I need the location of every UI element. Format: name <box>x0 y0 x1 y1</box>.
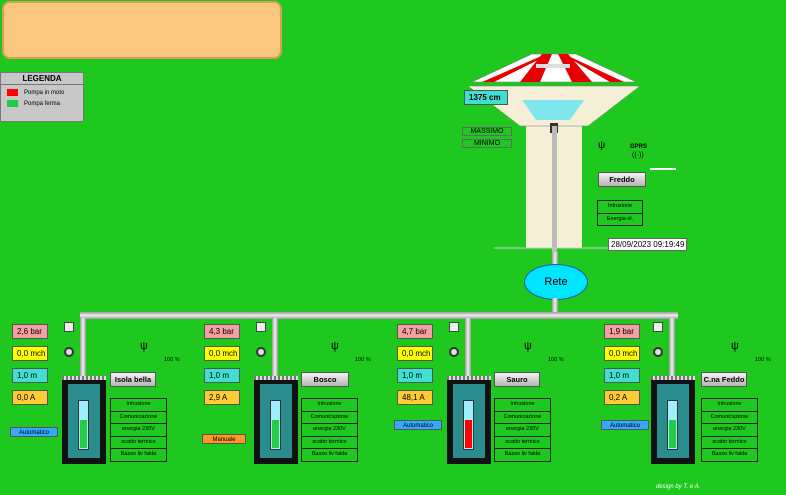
pump-icon <box>272 420 279 448</box>
depth-value: 1,0 m <box>12 368 48 383</box>
pressure-sensor-icon <box>653 322 663 332</box>
tower-level-value: 1375 cm <box>464 90 508 105</box>
flow-value: 0,0 mch <box>397 346 433 361</box>
current-value: 0,2 A <box>604 390 640 405</box>
water-tower-graphic <box>467 53 641 254</box>
antenna-icon: ψ <box>140 340 148 352</box>
flow-meter-icon <box>256 347 266 357</box>
pressure-sensor-icon <box>449 322 459 332</box>
red-swatch-icon <box>7 89 18 96</box>
pressure-value: 2,6 bar <box>12 324 48 339</box>
well-name-button[interactable]: Sauro <box>494 372 540 387</box>
pressure-sensor-icon <box>64 322 74 332</box>
signal-strength: 100 % <box>755 357 771 363</box>
mode-button[interactable]: Manuale <box>202 434 246 444</box>
legend-item-stopped: Pompa ferma <box>7 100 83 107</box>
pump-icon <box>669 420 676 448</box>
mode-button[interactable]: Automatico <box>10 427 58 437</box>
flow-value: 0,0 mch <box>604 346 640 361</box>
antenna-icon: ψ <box>731 340 739 352</box>
current-value: 48,1 A <box>397 390 433 405</box>
legend: LEGENDA Pompa in moto Pompa ferma <box>0 72 84 122</box>
main-pipe <box>80 312 678 319</box>
pressure-sensor-icon <box>256 322 266 332</box>
well-name-button[interactable]: Isola bella <box>110 372 156 387</box>
footer-credit: design by T. e A. <box>656 484 701 490</box>
legend-title: LEGENDA <box>1 73 83 85</box>
rete-node[interactable]: Rete <box>524 264 588 300</box>
tower-alarm-panel: Intrusione Energia el. <box>597 200 643 226</box>
depth-value: 1,0 m <box>604 368 640 383</box>
signal-strength: 100 % <box>164 357 180 363</box>
header-banner <box>2 1 282 59</box>
mode-button[interactable]: Automatico <box>394 420 442 430</box>
tower-name-button[interactable]: Freddo <box>598 172 646 187</box>
depth-value: 1,0 m <box>397 368 433 383</box>
current-value: 0,0 A <box>12 390 48 405</box>
gprs-link-line <box>650 168 676 170</box>
flow-meter-icon <box>653 347 663 357</box>
signal-strength: 100 % <box>355 357 371 363</box>
min-level-label: MINIMO <box>462 139 512 148</box>
gprs-label: GPRS <box>630 144 648 150</box>
signal-strength: 100 % <box>548 357 564 363</box>
legend-item-running: Pompa in moto <box>7 89 83 96</box>
well-name-button[interactable]: C.na Feddo <box>701 372 747 387</box>
flow-meter-icon <box>64 347 74 357</box>
pump-icon <box>465 420 472 448</box>
timestamp: 28/09/2023 09:19:49 <box>608 238 688 251</box>
mode-button[interactable]: Automatico <box>601 420 649 430</box>
gprs-signal-icon: ((·)) <box>632 152 644 159</box>
pressure-value: 1,9 bar <box>604 324 640 339</box>
pressure-value: 4,7 bar <box>397 324 433 339</box>
max-level-label: MASSIMO <box>462 127 512 136</box>
pressure-value: 4,3 bar <box>204 324 240 339</box>
flow-meter-icon <box>449 347 459 357</box>
depth-value: 1,0 m <box>204 368 240 383</box>
flow-value: 0,0 mch <box>204 346 240 361</box>
well-name-button[interactable]: Bosco <box>301 372 349 387</box>
antenna-icon: ψ <box>524 340 532 352</box>
antenna-icon: ψ <box>598 140 606 151</box>
current-value: 2,9 A <box>204 390 240 405</box>
flow-value: 0,0 mch <box>12 346 48 361</box>
green-swatch-icon <box>7 100 18 107</box>
pump-icon <box>80 420 87 448</box>
antenna-icon: ψ <box>331 340 339 352</box>
